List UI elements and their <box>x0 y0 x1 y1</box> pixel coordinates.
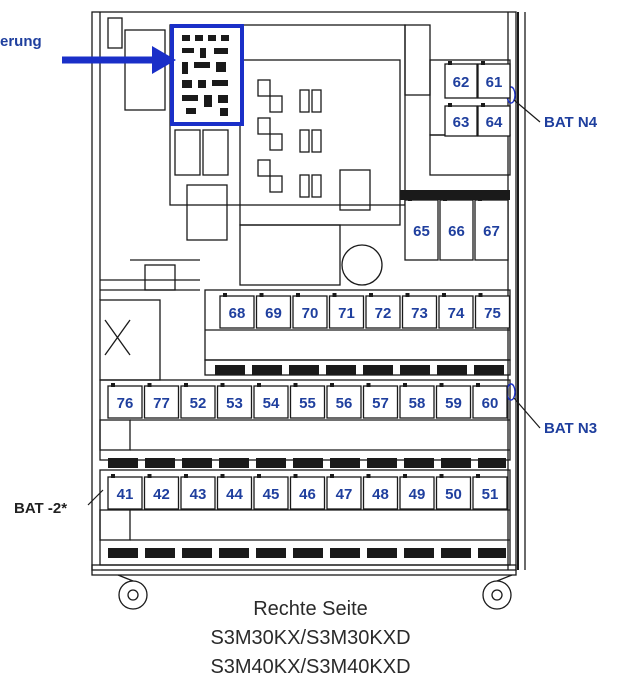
battery-50: 50 <box>435 474 472 510</box>
cabinet-frame <box>91 11 517 571</box>
battery-number: 68 <box>229 305 246 322</box>
battery-number: 47 <box>336 486 353 503</box>
battery-number: 49 <box>409 486 426 503</box>
battery-number: 44 <box>226 486 243 503</box>
battery-number: 45 <box>263 486 280 503</box>
battery-74: 74 <box>438 293 474 329</box>
battery-number: 72 <box>375 305 392 322</box>
battery-62: 62 <box>444 61 478 99</box>
control-board-highlight <box>170 24 244 126</box>
battery-52: 52 <box>180 383 216 419</box>
battery-60: 60 <box>472 383 508 419</box>
battery-number: 74 <box>448 305 465 322</box>
battery-69: 69 <box>255 293 292 329</box>
battery-53: 53 <box>216 383 253 419</box>
battery-48: 48 <box>362 474 399 510</box>
battery-42: 42 <box>143 474 180 510</box>
battery-77: 77 <box>143 383 180 419</box>
battery-59: 59 <box>435 383 472 419</box>
battery-number: 56 <box>336 395 353 412</box>
battery-number: 46 <box>299 486 316 503</box>
battery-45: 45 <box>253 474 289 510</box>
battery-41: 41 <box>107 474 143 510</box>
battery-number: 66 <box>448 223 465 240</box>
battery-73: 73 <box>401 293 438 329</box>
battery-number: 48 <box>372 486 389 503</box>
battery-57: 57 <box>362 383 399 419</box>
battery-44: 44 <box>216 474 253 510</box>
battery-number: 59 <box>445 395 462 412</box>
battery-61: 61 <box>477 61 511 99</box>
battery-number: 69 <box>265 305 282 322</box>
battery-47: 47 <box>326 474 362 510</box>
caption-line-3: S3M40KX/S3M40KXD <box>210 656 411 678</box>
battery-number: 71 <box>338 305 355 322</box>
battery-group-top-right: 62 61 63 64 <box>444 61 511 137</box>
battery-number: 77 <box>153 395 170 412</box>
battery-number: 41 <box>117 486 134 503</box>
battery-number: 50 <box>445 486 462 503</box>
battery-number: 43 <box>190 486 207 503</box>
battery-number: 70 <box>302 305 319 322</box>
battery-51: 51 <box>472 474 508 510</box>
battery-number: 63 <box>453 114 470 131</box>
battery-43: 43 <box>180 474 216 510</box>
bat-n4-label: BAT N4 <box>544 114 598 131</box>
battery-68: 68 <box>219 293 255 329</box>
battery-number: 51 <box>482 486 499 503</box>
battery-number: 73 <box>411 305 428 322</box>
battery-58: 58 <box>399 383 435 419</box>
battery-49: 49 <box>399 474 435 510</box>
battery-76: 76 <box>107 383 143 419</box>
battery-number: 58 <box>409 395 426 412</box>
battery-63: 63 <box>444 103 478 137</box>
battery-number: 67 <box>483 223 500 240</box>
steuerung-label: erung <box>0 33 42 50</box>
battery-71: 71 <box>328 293 365 329</box>
battery-number: 60 <box>482 395 499 412</box>
battery-67: 67 <box>474 197 509 261</box>
battery-number: 53 <box>226 395 243 412</box>
battery-70: 70 <box>292 293 328 329</box>
battery-56: 56 <box>326 383 362 419</box>
caption-line-1: Rechte Seite <box>253 598 368 620</box>
caption-line-2: S3M30KX/S3M30KXD <box>210 627 411 649</box>
battery-number: 75 <box>484 305 501 322</box>
battery-64: 64 <box>477 103 511 137</box>
battery-55: 55 <box>289 383 326 419</box>
battery-number: 64 <box>486 114 503 131</box>
battery-number: 54 <box>263 395 280 412</box>
battery-75: 75 <box>474 293 511 329</box>
battery-number: 65 <box>413 223 430 240</box>
battery-66: 66 <box>439 197 474 261</box>
battery-72: 72 <box>365 293 401 329</box>
battery-65: 65 <box>404 197 439 261</box>
battery-number: 57 <box>372 395 389 412</box>
battery-group-76: 76 77 52 53 54 55 56 57 58 59 60 <box>107 383 508 419</box>
bat-minus2-label: BAT -2* <box>14 500 68 517</box>
battery-number: 62 <box>453 74 470 91</box>
battery-group-68: 68 69 70 71 72 73 74 75 <box>219 293 511 329</box>
battery-group-41: 41 42 43 44 45 46 47 48 49 50 51 <box>107 474 508 510</box>
bat-n3-label: BAT N3 <box>544 420 598 437</box>
battery-number: 42 <box>153 486 170 503</box>
battery-number: 52 <box>190 395 207 412</box>
battery-54: 54 <box>253 383 289 419</box>
battery-number: 55 <box>299 395 316 412</box>
battery-46: 46 <box>289 474 326 510</box>
battery-number: 76 <box>117 395 134 412</box>
battery-group-65: 65 66 67 <box>404 197 509 261</box>
battery-number: 61 <box>486 74 503 91</box>
